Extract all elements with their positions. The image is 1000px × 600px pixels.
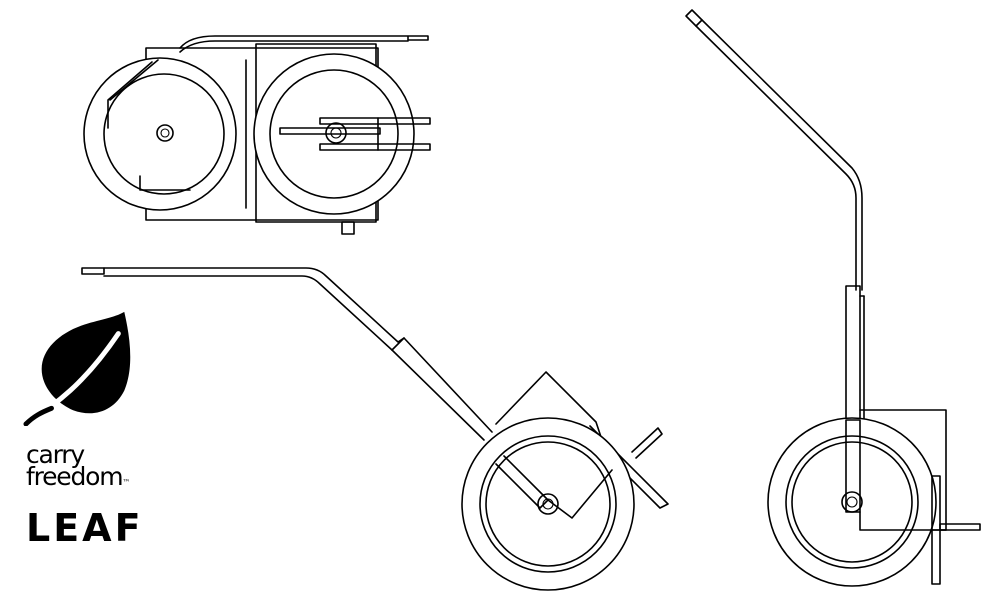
rear-view-wheel-inner	[785, 435, 919, 569]
side-view-handle	[103, 267, 493, 433]
side-view	[81, 267, 669, 591]
top-view	[83, 35, 431, 235]
top-view-left-wheel-inner	[103, 73, 225, 195]
top-view-right-wheel-inner	[269, 69, 399, 199]
rear-view-wheel-outer	[767, 417, 937, 587]
brand-wordmark: carry freedom™	[26, 442, 156, 494]
top-view-handle	[179, 35, 429, 49]
top-view-right-hub	[325, 122, 347, 144]
trademark-symbol: ™	[122, 478, 131, 487]
top-view-left-wheel-outer	[83, 57, 237, 211]
leaf-icon	[23, 311, 131, 426]
side-view-wheel-inner	[479, 435, 617, 573]
brand-freedom-text: freedom	[26, 462, 124, 491]
rear-view-handle	[685, 9, 703, 27]
brand-line-freedom: freedom™	[26, 464, 156, 494]
rear-view	[685, 9, 981, 587]
side-view-hub	[537, 493, 559, 515]
side-view-wheel-outer	[461, 417, 635, 591]
top-view-axle	[279, 127, 381, 135]
top-view-left-hub	[156, 124, 174, 142]
brand-line-carry: carry	[26, 442, 156, 467]
brand-carry-text: carry	[26, 440, 85, 469]
side-view-handle-grip	[81, 267, 105, 275]
rear-view-hub	[841, 491, 863, 513]
product-name: LEAF	[26, 506, 144, 550]
